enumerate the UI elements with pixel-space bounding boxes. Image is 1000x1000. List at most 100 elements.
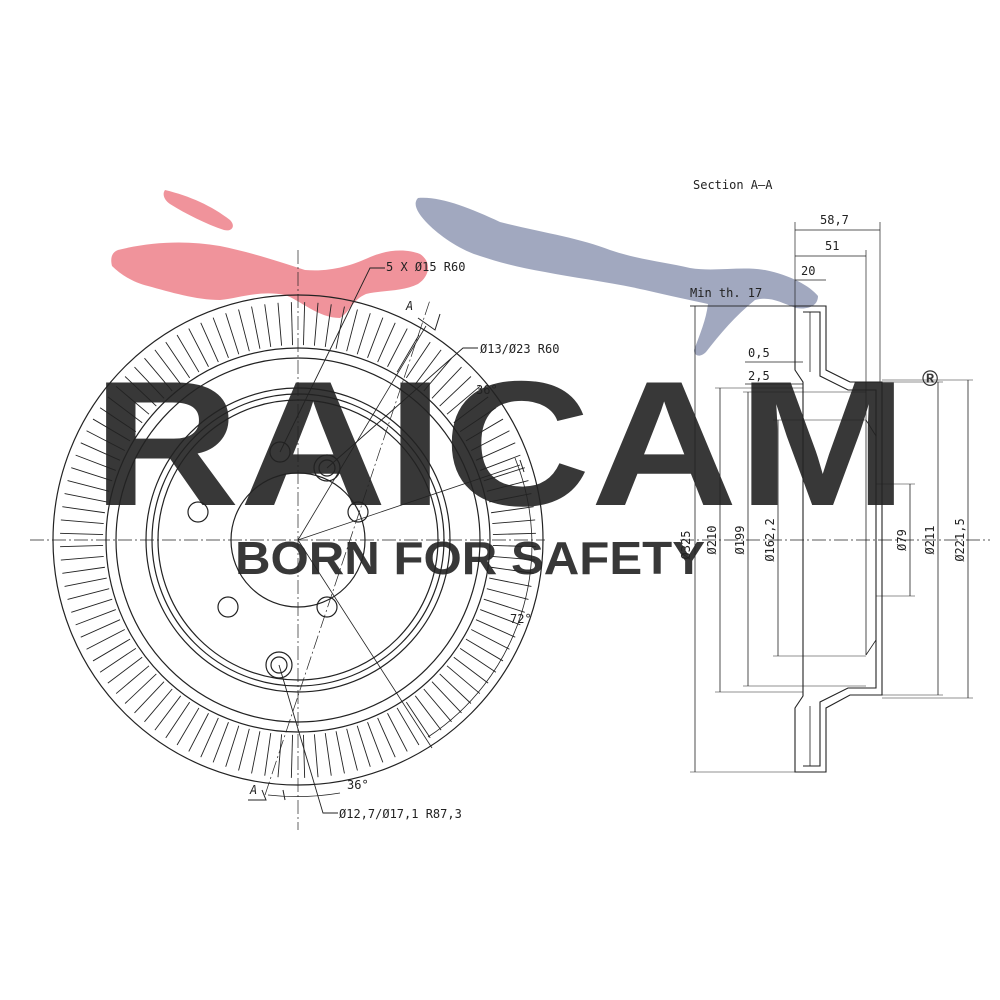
cooling-vane-edge: [92, 418, 131, 442]
cooling-vane-edge: [154, 695, 182, 731]
label-d199: Ø199: [733, 526, 747, 555]
cooling-vane-edge: [492, 555, 536, 561]
label-angle-right: 72°: [510, 612, 532, 626]
cooling-vane-edge: [165, 701, 191, 739]
bolt-hole: [187, 501, 209, 523]
cooling-vane-edge: [446, 665, 481, 694]
cooling-vane-edge: [144, 357, 173, 392]
angle-line-right: [297, 464, 521, 541]
cooling-vane-edge: [212, 722, 229, 763]
bolt-hole: [269, 441, 291, 463]
cooling-vanes: [60, 302, 536, 778]
cooling-vane-edge: [486, 480, 529, 492]
cooling-vane-edge: [465, 638, 504, 662]
cooling-vane-edge: [483, 598, 525, 613]
cooling-vane-edge: [251, 731, 261, 774]
label-angle-bottom: 36°: [347, 778, 369, 792]
cooling-vane-edge: [303, 302, 306, 346]
section-view-labels: Section A–A 58,7 51 20 Min th. 17 0,5 2,…: [679, 178, 967, 562]
cooling-vane-edge: [480, 454, 521, 471]
cooling-vane-edge: [64, 577, 107, 587]
cooling-vane-edge: [405, 701, 431, 739]
cooling-vane-edge: [238, 309, 250, 352]
cooling-vane-edge: [489, 577, 532, 587]
disc-outer-edge: [52, 294, 544, 786]
cooling-vane-edge: [431, 681, 462, 714]
cooling-vane-edge: [414, 349, 442, 385]
hat-inner: [151, 393, 445, 687]
cooling-vane-edge: [86, 629, 125, 650]
cooling-vane-edge: [453, 656, 489, 684]
section-title: Section A–A: [693, 178, 773, 192]
cooling-vane-edge: [439, 673, 472, 704]
label-d221: Ø221,5: [953, 518, 967, 561]
cooling-vane-edge: [188, 328, 209, 367]
cooling-vane-edge: [475, 442, 516, 461]
cooling-vane-edge: [124, 673, 157, 704]
cooling-vane-edge: [251, 306, 261, 349]
cooling-vane-edge: [134, 366, 165, 399]
cooling-vane-edge: [188, 713, 209, 752]
cooling-vane-edge: [238, 728, 250, 771]
section-profile-inner: [803, 311, 877, 767]
cooling-vane-edge: [60, 555, 104, 561]
cooling-vane-edge: [225, 725, 240, 767]
cooling-vane-edge: [423, 688, 452, 723]
cooling-vane-edge: [176, 334, 200, 373]
cooling-vane-edge: [71, 467, 113, 482]
cooling-vane-edge: [115, 386, 150, 415]
cooling-vane-edge: [67, 480, 110, 492]
label-51: 51: [825, 239, 839, 253]
hub-step-top: [865, 419, 877, 437]
cooling-vane-edge: [71, 598, 113, 613]
cooling-vane-edge: [80, 619, 121, 638]
label-bolt-holes: 5 X Ø15 R60: [386, 260, 465, 274]
cooling-vane-edge: [439, 376, 472, 407]
cooling-vane-edge: [80, 442, 121, 461]
cooling-vane-edge: [200, 322, 219, 363]
angle-arc-bottom: [267, 792, 341, 797]
cooling-vane-edge: [264, 733, 272, 776]
bolt-hole: [347, 501, 369, 523]
aux-hole-outer: [265, 651, 293, 679]
leader-bottom-holes: [278, 664, 338, 814]
cooling-vane-edge: [396, 707, 420, 746]
panther-logo-red: [111, 190, 429, 318]
label-2-5: 2,5: [748, 369, 770, 383]
cooling-vane-edge: [64, 493, 107, 503]
cooling-vane-edge: [335, 306, 345, 349]
cooling-vane-edge: [367, 317, 384, 358]
section-cut-line: [264, 299, 431, 796]
cooling-vane-edge: [212, 317, 229, 358]
registered-mark: ®: [922, 366, 938, 391]
label-0-5: 0,5: [748, 346, 770, 360]
cooling-vane-edge: [324, 733, 332, 776]
cooling-vane-edge: [475, 619, 516, 638]
aux-hole-inner: [318, 459, 336, 477]
bolt-hole: [217, 596, 239, 618]
cooling-vane-edge: [176, 707, 200, 746]
section-mark-top: A: [405, 299, 413, 313]
cooling-vane-edge: [86, 430, 125, 451]
cooling-vane-edge: [107, 656, 143, 684]
cooling-vane-edge: [465, 418, 504, 442]
cooling-vane-edge: [387, 328, 408, 367]
label-bottom-holes: Ø12,7/Ø17,1 R87,3: [339, 807, 462, 821]
front-view-labels: 5 X Ø15 R60 Ø13/Ø23 R60 Ø12,7/Ø17,1 R87,…: [249, 260, 559, 821]
braking-ring-inner: [115, 357, 481, 723]
section-view: [680, 222, 990, 773]
cooling-vane-edge: [480, 609, 521, 626]
cooling-vane-edge: [405, 341, 431, 379]
label-d325: Ø325: [679, 531, 693, 560]
cooling-vane-edge: [471, 430, 510, 451]
brand-name: RAICAM: [93, 344, 908, 543]
cooling-vane-edge: [107, 396, 143, 424]
cooling-vane-edge: [60, 545, 104, 548]
cooling-vane-edge: [356, 313, 371, 355]
watermark: RAICAM ® BORN FOR SAFETY: [93, 190, 938, 584]
cooling-vane-edge: [290, 302, 293, 346]
cooling-vane-edge: [99, 407, 137, 433]
bolt-hole: [316, 596, 338, 618]
cooling-vane-edge: [313, 734, 319, 778]
cooling-vane-edge: [492, 545, 536, 548]
